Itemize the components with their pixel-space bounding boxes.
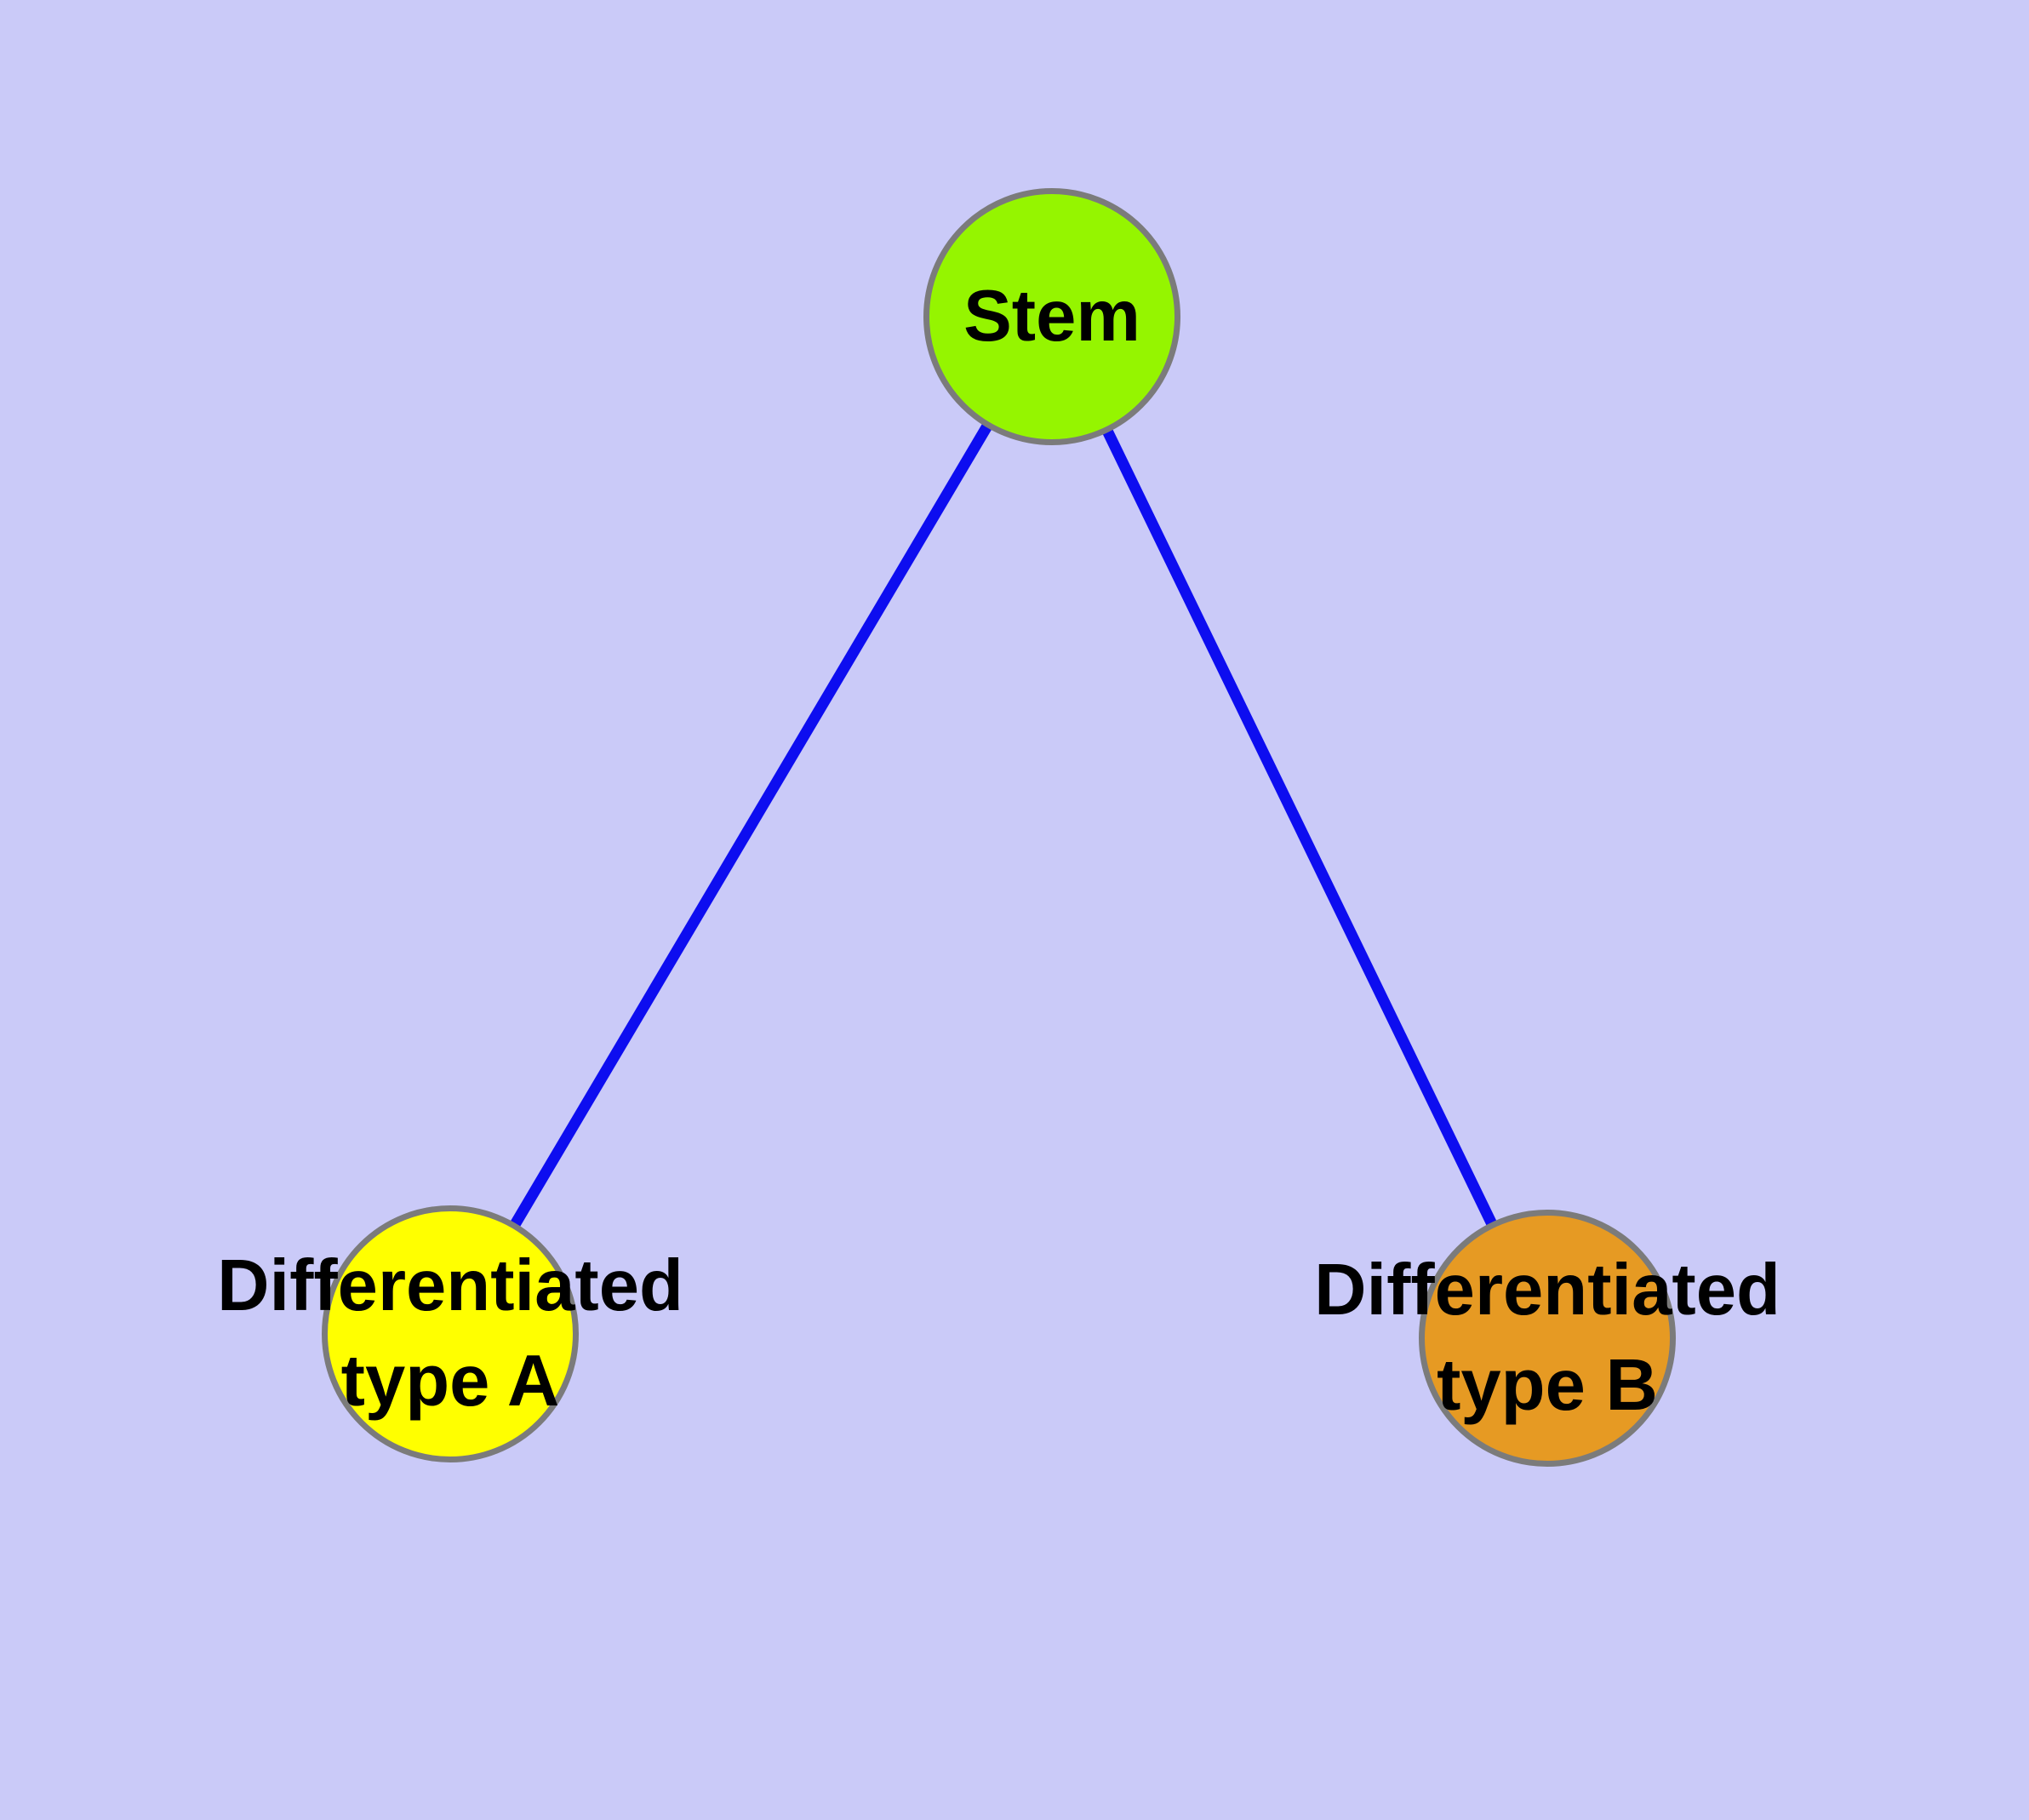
- node-stem[interactable]: [923, 188, 1180, 445]
- edge-stem-to-type-b: [1047, 314, 1552, 1341]
- node-differentiated-type-a[interactable]: [322, 1205, 579, 1462]
- edge-stem-to-type-a: [445, 313, 1057, 1337]
- node-differentiated-type-b[interactable]: [1419, 1210, 1676, 1467]
